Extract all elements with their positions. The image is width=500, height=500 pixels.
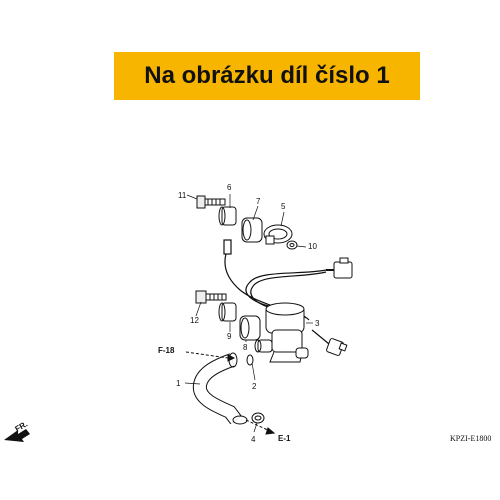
washer-10: [286, 240, 298, 250]
collar-6: [218, 206, 237, 226]
part-number-banner: Na obrázku díl číslo 1: [114, 52, 420, 100]
hose-1: [192, 352, 248, 425]
callout-1: 1: [176, 379, 181, 388]
wire-connector-top: [326, 257, 353, 279]
callout-6: 6: [227, 183, 232, 192]
clip-4: [251, 412, 265, 424]
solenoid-valve-3: [254, 302, 309, 363]
bolt-12: [195, 290, 227, 304]
callout-7: 7: [256, 197, 261, 206]
callout-10: 10: [308, 242, 317, 251]
callout-11: 11: [178, 191, 187, 200]
banner-text: Na obrázku díl číslo 1: [144, 62, 390, 89]
f18-arrow: [185, 351, 236, 362]
clamp-5: [263, 224, 293, 245]
e1-arrow: [245, 419, 276, 435]
callout-12: 12: [190, 316, 199, 325]
callout-2: 2: [252, 382, 257, 391]
wire-connector-bottom: [326, 338, 348, 356]
ref-e1: E-1: [278, 434, 291, 443]
callout-8: 8: [243, 343, 248, 352]
grommet-8: [239, 315, 261, 341]
bolt-11: [196, 195, 226, 209]
callout-3: 3: [315, 319, 320, 328]
grommet-7: [241, 217, 263, 243]
collar-9: [218, 302, 237, 322]
diagram-code: KPZI-E1800: [450, 434, 491, 443]
callout-9: 9: [227, 332, 232, 341]
callout-5: 5: [281, 202, 286, 211]
clip-2: [246, 354, 254, 366]
front-direction-arrow: [4, 429, 30, 442]
callout-4: 4: [251, 435, 256, 444]
ref-f18: F-18: [158, 346, 175, 355]
